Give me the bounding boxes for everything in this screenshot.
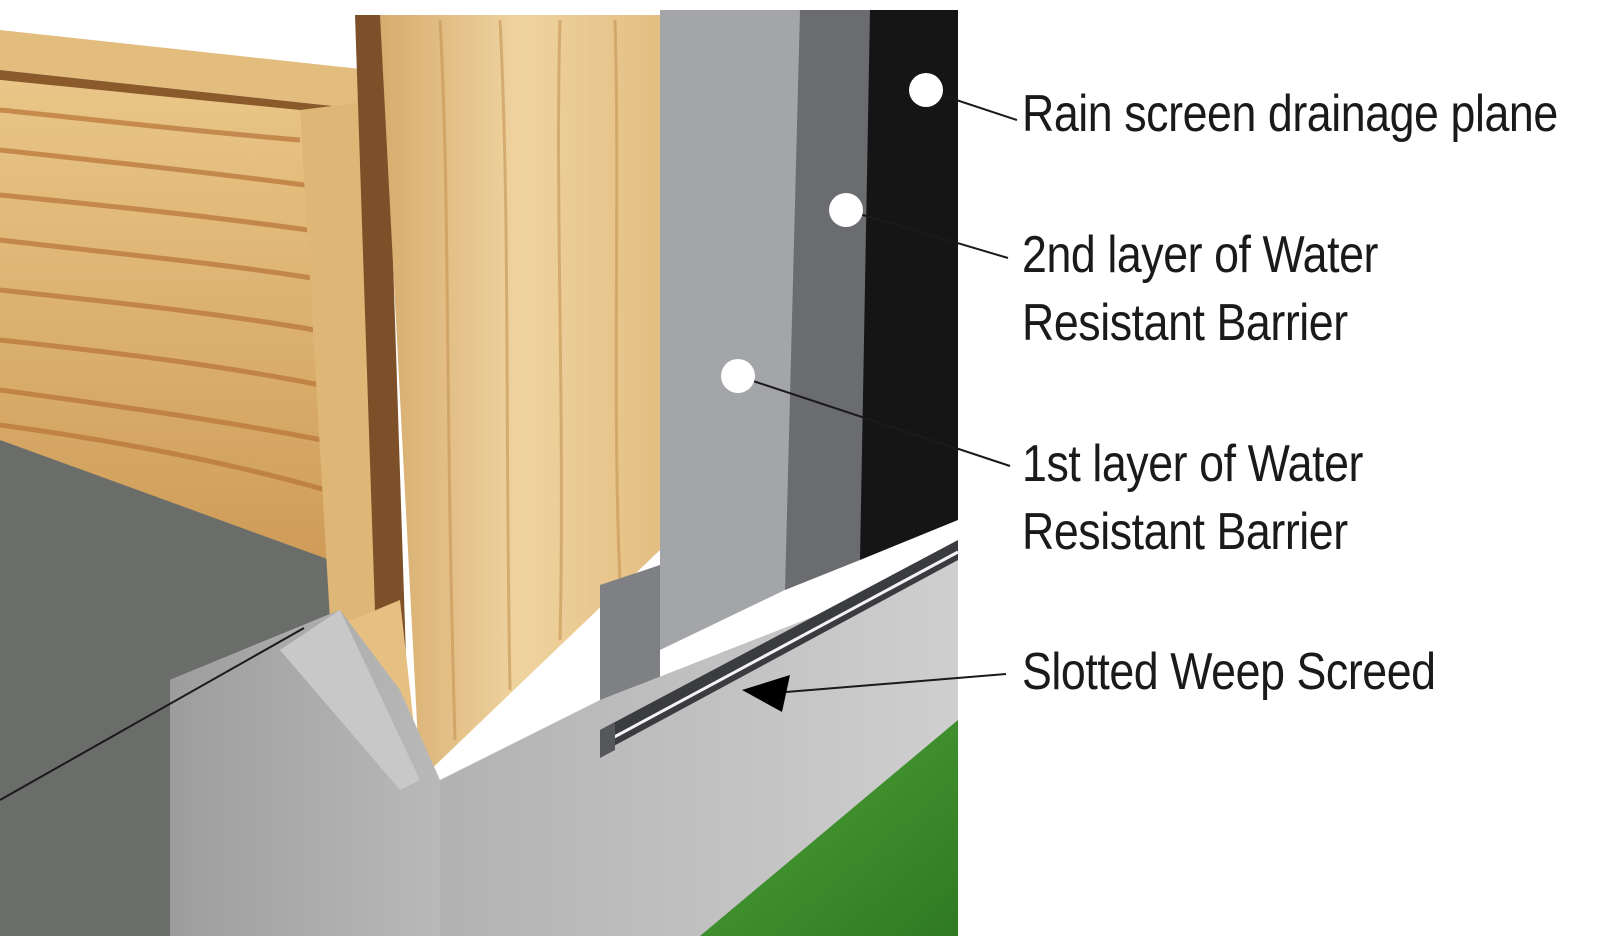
marker-wrb-second [829,193,863,227]
callout-wrb-second-label: 2nd layer of Water Resistant Barrier [1022,221,1378,357]
stud-grain-lines [438,19,622,741]
callout-wrb-first-label: 1st layer of Water Resistant Barrier [1022,430,1363,566]
callout-markers [721,73,943,393]
leader-wrb-second [845,209,1009,259]
callout-wrb-first-line2: Resistant Barrier [1022,503,1348,561]
weep-screed [600,540,959,758]
callout-rain-screen-label: Rain screen drainage plane [1022,80,1558,148]
wrb-second-layer [785,10,870,590]
callout-weep-screed-label: Slotted Weep Screed [1022,638,1436,706]
callout-wrb-second-line2: Resistant Barrier [1022,294,1348,352]
callout-wrb-first-line1: 1st layer of Water [1022,435,1364,493]
callout-wrb-second-line1: 2nd layer of Water [1022,226,1378,284]
grass [700,720,958,936]
marker-rain-screen [909,73,943,107]
weep-screed-arrowhead [742,675,790,712]
leader-lines [0,89,1018,801]
leader-foundation [0,627,305,801]
rain-screen-layer [860,10,958,560]
marker-wrb-first [721,359,755,393]
callout-rain-screen-line1: Rain screen drainage plane [1022,85,1558,143]
callout-weep-screed-line1: Slotted Weep Screed [1022,643,1436,701]
leader-weep-screed [785,673,1007,693]
wood-grain-lines [0,107,327,493]
leader-wrb-first [737,375,1011,467]
